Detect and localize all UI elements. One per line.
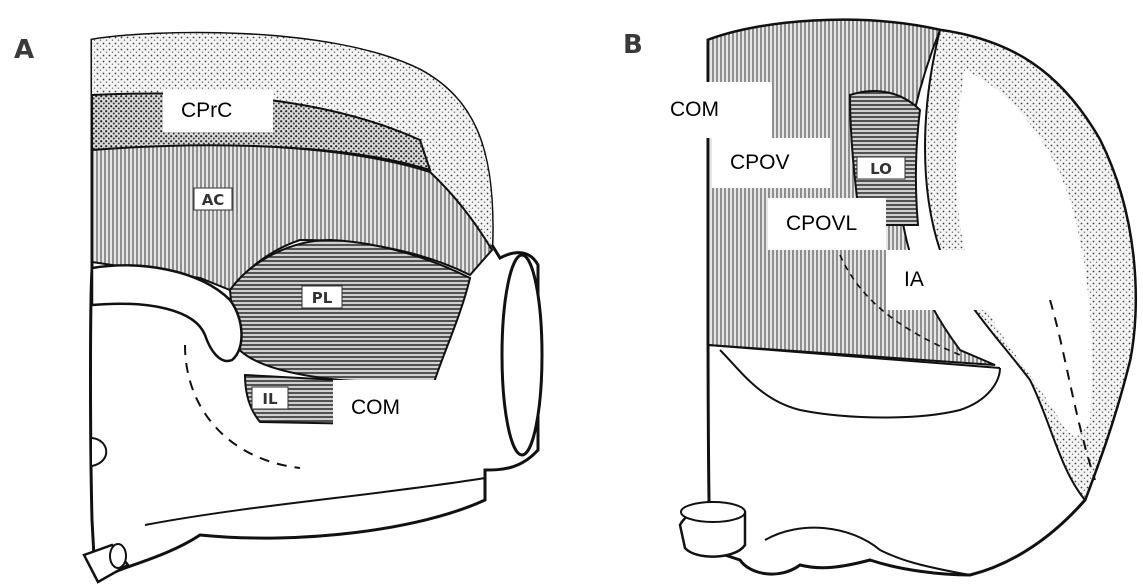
label-cpovl: CPOVL [768,198,886,250]
label-ia: IA [886,250,1006,310]
inset-label-il: IL [252,387,288,409]
inset-label-ac-text: AC [202,191,225,209]
label-cprc: CPrC [163,90,273,132]
panel-a-olfactory-stump [502,255,542,455]
inset-label-ac: AC [194,188,232,210]
inset-label-pl: PL [302,286,342,308]
label-com-a: COM [333,380,443,436]
panel-a: AC PL IL [84,33,542,582]
panel-letter-b: B [623,30,643,60]
inset-label-pl-text: PL [312,289,333,307]
label-com-b: COM [652,82,772,138]
inset-label-lo: LO [857,157,905,179]
label-cpov: CPOV [712,138,830,188]
inset-label-lo-text: LO [870,160,892,178]
inset-label-il-text: IL [262,390,278,408]
panel-letter-a: A [14,35,34,65]
